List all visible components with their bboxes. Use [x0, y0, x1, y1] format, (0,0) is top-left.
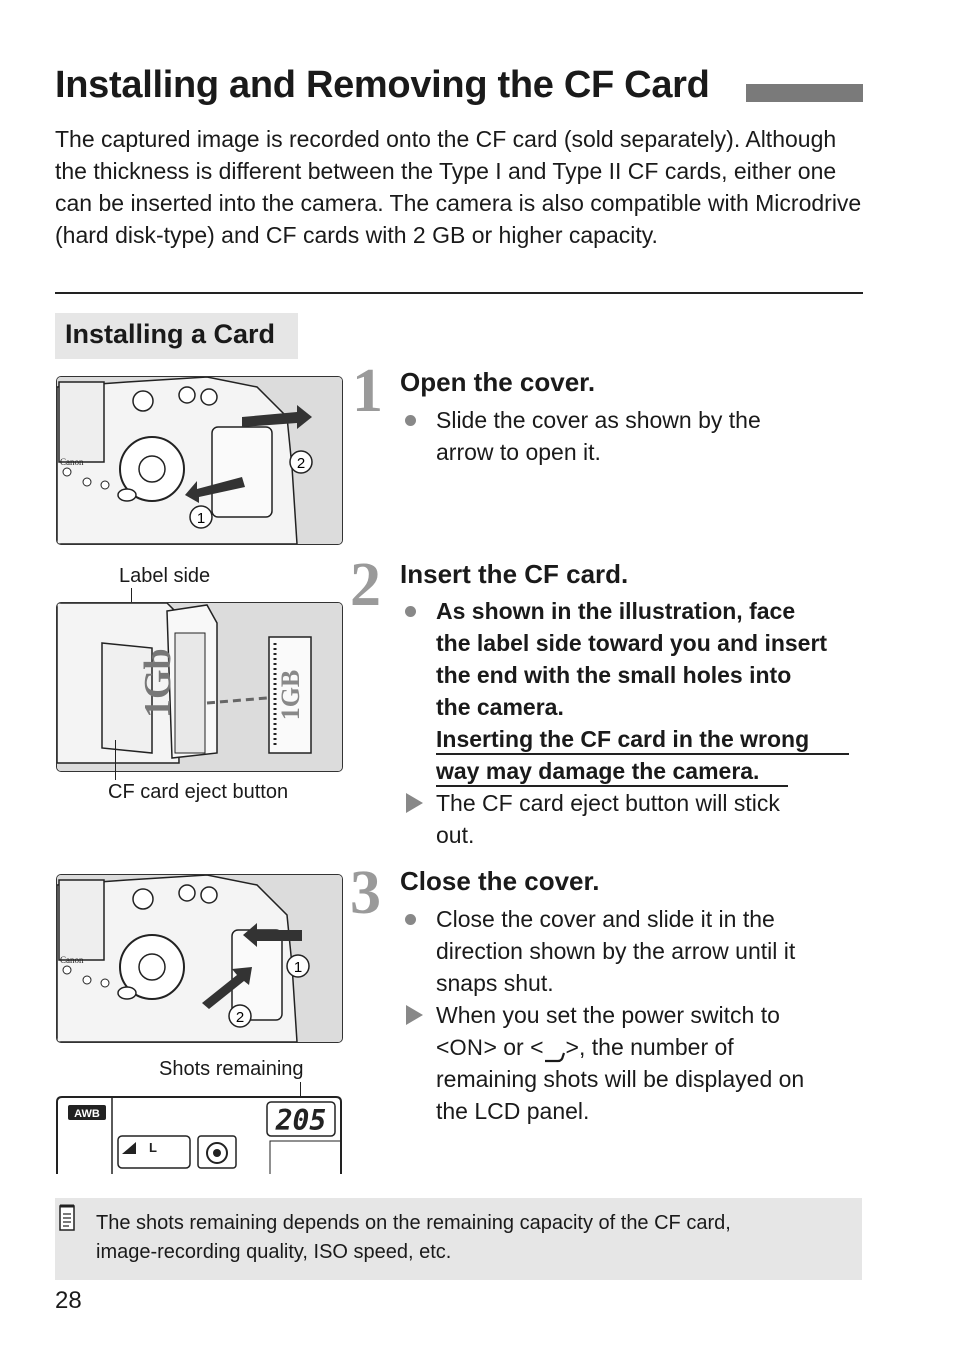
power-on-sound-icon [544, 1042, 566, 1063]
callout-1: 1 [294, 959, 302, 976]
bullet-dot [405, 606, 416, 617]
card-label-perspective: 1Gb [137, 648, 179, 718]
lcd-panel-illustration: AWB 205 L [56, 1096, 342, 1174]
divider [55, 292, 863, 294]
cf-card-insert-drawing: 1Gb 1GB [57, 603, 342, 771]
lcd-quality: L [149, 1140, 157, 1155]
step3-illustration: Canon 1 2 [56, 874, 343, 1043]
result-arrow-icon [406, 1005, 423, 1025]
step2-number: 2 [350, 551, 381, 619]
memo-icon [57, 1203, 77, 1233]
step3-result-line3: remaining shots will be displayed on [436, 1066, 805, 1092]
shots-remaining-leader [300, 1082, 301, 1104]
result-arrow-icon [406, 793, 423, 813]
page-number: 28 [55, 1287, 82, 1314]
warning-underline-2 [436, 785, 788, 787]
step3-heading: Close the cover. [400, 866, 600, 896]
step1-illustration: Canon 2 1 [56, 376, 343, 545]
step2-bullet-line2: the label side toward you and insert [436, 630, 828, 656]
step1-number: 1 [352, 357, 383, 425]
lcd-panel-drawing: AWB 205 L [56, 1096, 342, 1174]
callout-2: 2 [236, 1009, 244, 1026]
section-heading: Installing a Card [55, 313, 298, 359]
bracket-open: < [436, 1034, 450, 1060]
lcd-shot-count: 205 [275, 1104, 327, 1137]
step3-result-line2: <ON> or < >, the number of [436, 1031, 734, 1064]
callout-2: 2 [297, 455, 305, 472]
callout-1: 1 [197, 510, 205, 527]
step2-heading: Insert the CF card. [400, 559, 629, 589]
note-text: The shots remaining depends on the remai… [96, 1209, 836, 1267]
bracket-or: > or < [483, 1034, 544, 1060]
step3-result-line4: the LCD panel. [436, 1098, 590, 1124]
bullet-dot [405, 914, 416, 925]
page-title: Installing and Removing the CF Card [55, 64, 710, 106]
step2-illustration: 1Gb 1GB [56, 602, 343, 772]
step1-bullet-line1: Slide the cover as shown by the [436, 407, 761, 433]
power-on-symbol: ON [449, 1035, 484, 1060]
brand-logo: Canon [60, 955, 84, 965]
step2-result-line1: The CF card eject button will stick [436, 790, 780, 816]
step3-bullet-line2: direction shown by the arrow until it [436, 938, 796, 964]
step3-bullet-line1: Close the cover and slide it in the [436, 906, 775, 932]
note-box [55, 1198, 862, 1280]
title-decoration-bar [746, 84, 863, 102]
bullet-dot [405, 415, 416, 426]
step2-warning-line1: Inserting the CF card in the wrong [436, 726, 810, 752]
card-label: 1GB [276, 670, 305, 721]
step1-bullet-line2: arrow to open it. [436, 439, 601, 465]
step1-heading: Open the cover. [400, 367, 596, 397]
warning-underline-1 [436, 753, 849, 755]
step3-bullet-line3: snaps shut. [436, 970, 554, 996]
intro-paragraph: The captured image is recorded onto the … [55, 126, 862, 248]
shots-remaining-caption: Shots remaining [159, 1058, 304, 1080]
step3-result-line1: When you set the power switch to [436, 1002, 780, 1028]
lcd-awb-indicator: AWB [74, 1108, 100, 1120]
eject-button-caption: CF card eject button [108, 781, 289, 803]
step2-bullet-line3: the end with the small holes into [436, 662, 792, 688]
step3-number: 3 [350, 859, 381, 927]
note-line2: image-recording quality, ISO speed, etc. [96, 1241, 452, 1263]
step2-warning-line2: way may damage the camera. [436, 758, 760, 784]
eject-button-leader [115, 740, 116, 780]
label-side-caption: Label side [119, 565, 211, 587]
step2-bullet-line4: the camera. [436, 694, 564, 720]
camera-open-cover-drawing: Canon 2 1 [57, 377, 342, 544]
brand-logo: Canon [60, 457, 84, 467]
camera-close-cover-drawing: Canon 1 2 [57, 875, 342, 1042]
note-line1: The shots remaining depends on the remai… [96, 1212, 731, 1234]
step2-result-line2: out. [436, 822, 475, 848]
result-text-tail: >, the number of [565, 1034, 734, 1060]
step2-bullet-line1: As shown in the illustration, face [436, 598, 796, 624]
